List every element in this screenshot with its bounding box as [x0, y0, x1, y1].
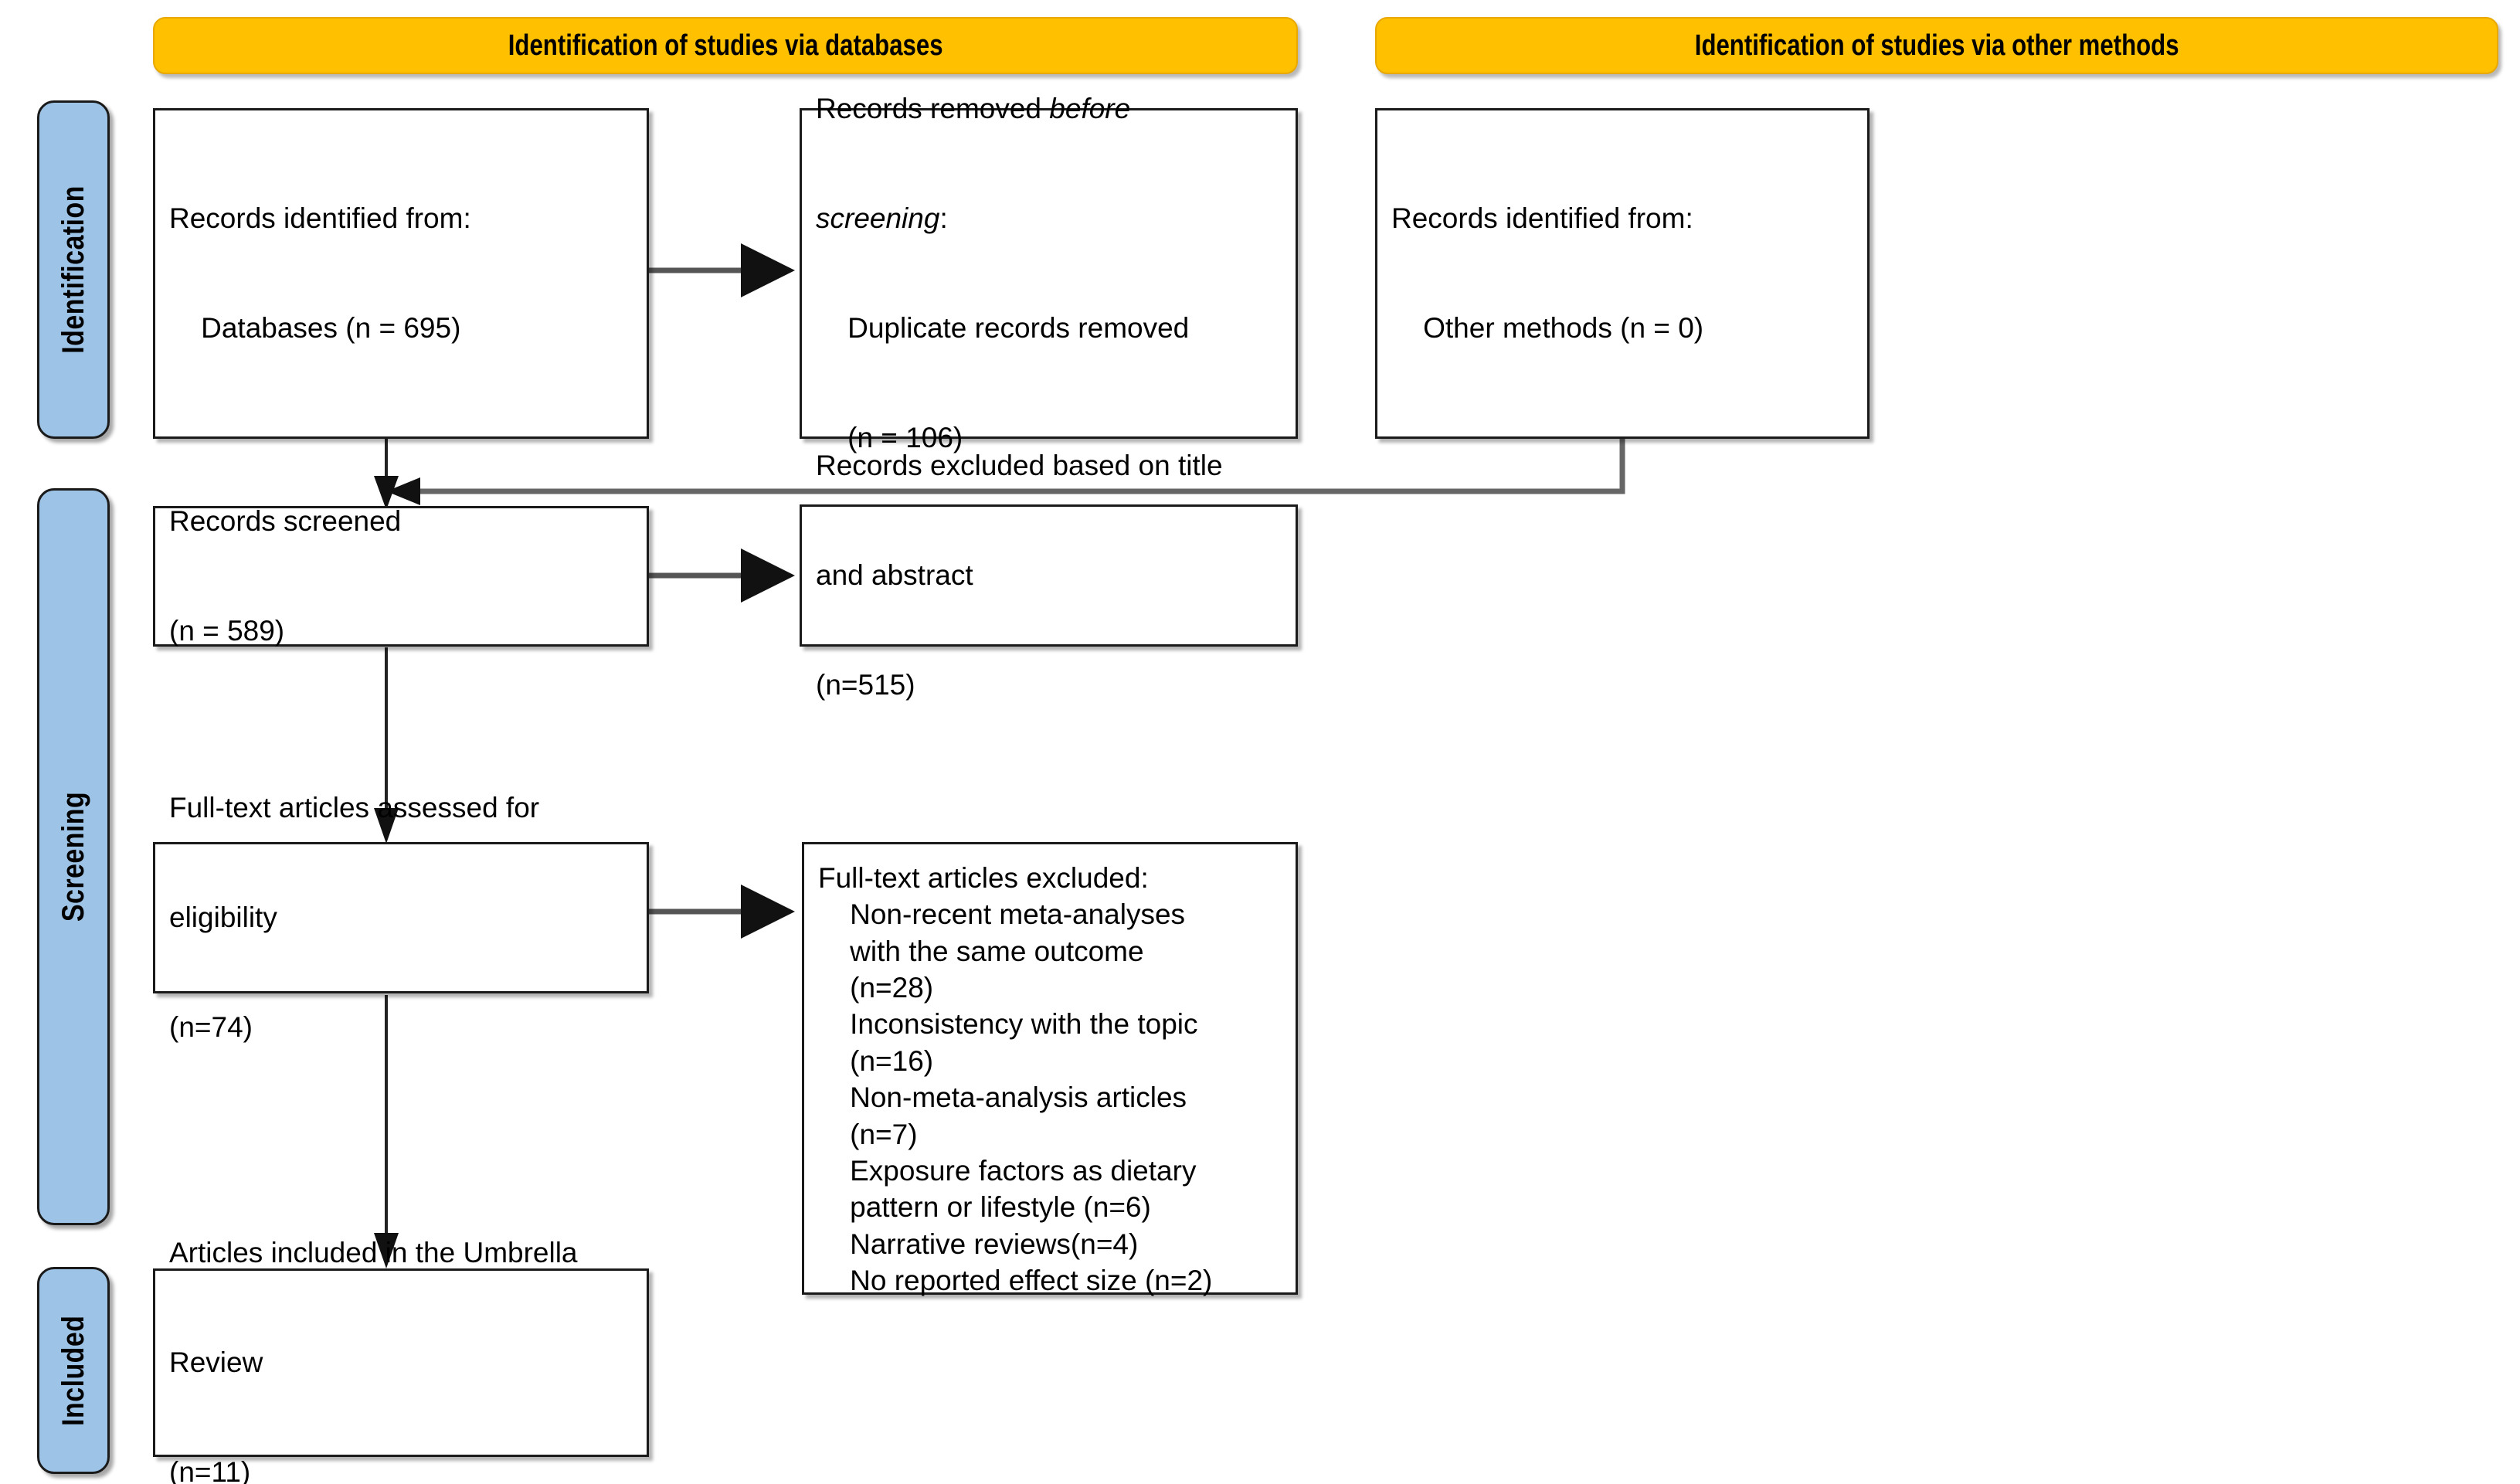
articles-included-line1: Articles included in the Umbrella	[169, 1237, 578, 1269]
records-screened-line1: Records screened	[169, 505, 402, 538]
box-fulltext-articles-assessed: Full-text articles assessed for eligibil…	[153, 792, 649, 1043]
stage-label-identification: Identification	[37, 100, 110, 439]
records-identified-other-line1: Records identified from:	[1391, 202, 1693, 235]
stage-included-text: Included	[56, 1315, 90, 1426]
articles-included-line2: Review	[169, 1346, 263, 1379]
records-removed-line3: Duplicate records removed	[816, 312, 1190, 345]
records-removed-line1-prefix: Records removed	[816, 93, 1050, 125]
banner-identification-databases: Identification of studies via databases	[153, 17, 1298, 74]
records-excluded-line3: (n=515)	[816, 669, 915, 701]
records-removed-line2: screening:	[816, 200, 1282, 236]
stage-identification-text: Identification	[56, 185, 90, 354]
records-identified-databases-line1: Records identified from:	[169, 202, 471, 235]
records-excluded-line1: Records excluded based on title	[816, 450, 1223, 482]
records-removed-before-italic: before	[1049, 93, 1131, 125]
box-records-screened: Records screened (n = 589)	[153, 505, 649, 647]
stage-label-screening: Screening	[37, 488, 110, 1225]
records-screened-line2: (n = 589)	[169, 615, 285, 647]
banner-identification-other-methods: Identification of studies via other meth…	[1375, 17, 2498, 74]
fulltext-assessed-line3: (n=74)	[169, 1011, 253, 1044]
banner-databases-label: Identification of studies via databases	[508, 29, 943, 62]
records-removed-screening-italic: screening	[816, 202, 940, 235]
box-records-identified-other-methods: Records identified from: Other methods (…	[1375, 108, 1870, 439]
banner-other-methods-label: Identification of studies via other meth…	[1694, 29, 2179, 62]
records-identified-databases-line2: Databases (n = 695)	[169, 312, 461, 345]
fulltext-assessed-line2: eligibility	[169, 902, 277, 934]
fulltext-assessed-line1: Full-text articles assessed for	[169, 792, 540, 824]
box-fulltext-articles-excluded: Full-text articles excluded: Non-recent …	[802, 842, 1298, 1296]
records-removed-line2-colon: :	[939, 202, 948, 235]
records-removed-line1: Records removed before	[816, 90, 1282, 127]
records-excluded-line2: and abstract	[816, 559, 973, 592]
box-records-identified-databases: Records identified from: Databases (n = …	[153, 108, 649, 439]
stage-screening-text: Screening	[56, 791, 90, 922]
box-records-removed-before-screening: Records removed before screening: Duplic…	[800, 93, 1298, 453]
records-removed-line4: (n = 106)	[816, 422, 963, 454]
records-identified-other-line2: Other methods (n = 0)	[1391, 312, 1704, 345]
stage-label-included: Included	[37, 1267, 110, 1474]
fulltext-excluded-text: Full-text articles excluded: Non-recent …	[818, 862, 1213, 1296]
box-records-excluded: Records excluded based on title and abst…	[800, 450, 1298, 701]
box-articles-included: Articles included in the Umbrella Review…	[153, 1237, 649, 1484]
articles-included-line3: (n=11)	[169, 1456, 251, 1484]
